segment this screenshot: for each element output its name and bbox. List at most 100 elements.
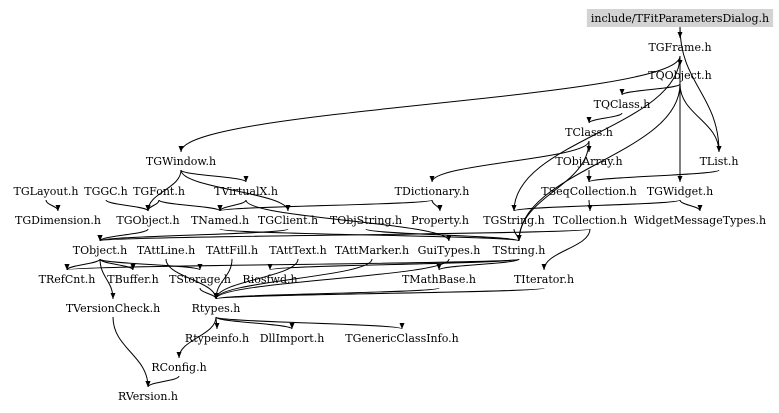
- node-label-TMathBase: TMathBase.h: [402, 273, 476, 286]
- node-TStorage[interactable]: TStorage.h: [169, 273, 231, 286]
- node-TQClass[interactable]: TQClass.h: [594, 98, 651, 111]
- edge-TGFrame-to-TGWindow: [180, 55, 681, 153]
- node-label-TGWindow: TGWindow.h: [146, 155, 216, 168]
- node-Rtypeinfo[interactable]: Rtypeinfo.h: [185, 332, 249, 345]
- edge-Rtypes-to-TGenericClassInfo: [215, 316, 403, 330]
- node-label-TVersionCheck: TVersionCheck.h: [66, 302, 160, 315]
- graph-nodes: include/TFitParametersDialog.hTGFrame.hT…: [14, 9, 774, 403]
- edge-TGObject-to-TObject: [99, 228, 149, 242]
- edge-TQObject-to-TList: [679, 83, 720, 153]
- arrowhead-RConfig-to-RVersion: [145, 381, 151, 387]
- node-TVersionCheck[interactable]: TVersionCheck.h: [66, 302, 160, 315]
- node-TIterator[interactable]: TIterator.h: [514, 273, 574, 286]
- node-TAttText[interactable]: TAttText.h: [269, 244, 327, 257]
- node-TGLayout[interactable]: TGLayout.h: [14, 185, 79, 198]
- node-label-TAttMarker: TAttMarker.h: [335, 244, 409, 257]
- node-label-TGWidget: TGWidget.h: [647, 185, 713, 198]
- node-label-WidgetMessageTypes: WidgetMessageTypes.h: [634, 214, 766, 227]
- node-TMathBase[interactable]: TMathBase.h: [402, 273, 476, 286]
- node-TGFont[interactable]: TGFont.h: [133, 185, 185, 198]
- node-label-TRefCnt: TRefCnt.h: [39, 273, 96, 286]
- node-TSeqCollection[interactable]: TSeqCollection.h: [541, 185, 636, 198]
- node-root[interactable]: include/TFitParametersDialog.h: [586, 9, 774, 27]
- node-label-DllImport: DllImport.h: [260, 332, 325, 345]
- edge-TGFont-to-TNamed: [158, 199, 221, 212]
- node-TRefCnt[interactable]: TRefCnt.h: [39, 273, 96, 286]
- arrowhead-TGWindow-to-TGClient: [285, 205, 291, 211]
- node-Property[interactable]: Property.h: [411, 214, 469, 227]
- node-label-TGClient: TGClient.h: [258, 214, 318, 227]
- arrowhead-TGWindow-to-TVirtualX: [243, 176, 249, 182]
- node-TObjArray[interactable]: TObjArray.h: [555, 155, 622, 168]
- arrowhead-TCollection-to-TIterator: [541, 264, 547, 270]
- node-TBuffer[interactable]: TBuffer.h: [107, 273, 158, 286]
- node-TGenericClassInfo[interactable]: TGenericClassInfo.h: [345, 332, 458, 345]
- node-DllImport[interactable]: DllImport.h: [260, 332, 325, 345]
- node-TCollection[interactable]: TCollection.h: [553, 214, 627, 227]
- node-TGDimension[interactable]: TGDimension.h: [15, 214, 101, 227]
- edge-TGFrame-to-TGString: [513, 55, 681, 212]
- node-label-RVersion: RVersion.h: [118, 390, 178, 403]
- edge-TString-to-TMathBase: [438, 258, 520, 271]
- node-WidgetMessageTypes[interactable]: WidgetMessageTypes.h: [634, 214, 766, 227]
- node-label-TClass: TClass.h: [565, 126, 613, 139]
- node-label-TVirtualX: TVirtualX.h: [214, 185, 278, 198]
- node-Rtypes[interactable]: Rtypes.h: [192, 302, 241, 315]
- node-RVersion[interactable]: RVersion.h: [118, 390, 178, 403]
- node-label-TGFont: TGFont.h: [133, 185, 185, 198]
- arrowhead-TIterator-to-Rtypes: [213, 293, 219, 299]
- node-label-TGFrame: TGFrame.h: [648, 41, 711, 54]
- edge-TList-to-TSeqCollection: [588, 169, 720, 183]
- node-label-TCollection: TCollection.h: [553, 214, 627, 227]
- node-TString[interactable]: TString.h: [493, 244, 546, 257]
- node-TAttLine[interactable]: TAttLine.h: [137, 244, 195, 257]
- edge-TClass-to-TDictionary: [431, 140, 590, 183]
- node-TGFrame[interactable]: TGFrame.h: [648, 41, 711, 54]
- node-label-TAttText: TAttText.h: [269, 244, 327, 257]
- edge-TObject-to-TStorage: [99, 258, 201, 271]
- node-RConfig[interactable]: RConfig.h: [151, 361, 206, 374]
- edge-Rtypes-to-DllImport: [215, 316, 293, 330]
- node-TNamed[interactable]: TNamed.h: [191, 214, 249, 227]
- arrowhead-TGLayout-to-TGDimension: [55, 205, 61, 211]
- edge-TVirtualX-to-TNamed: [219, 199, 247, 212]
- node-TObject[interactable]: TObject.h: [73, 244, 127, 257]
- node-TQObject[interactable]: TQObject.h: [648, 69, 712, 82]
- node-GuiTypes[interactable]: GuiTypes.h: [418, 244, 481, 257]
- node-label-TGLayout: TGLayout.h: [14, 185, 79, 198]
- edge-TObject-to-TRefCnt: [66, 258, 101, 271]
- arrowhead-Rtypes-to-TGenericClassInfo: [399, 323, 405, 329]
- arrowhead-TDictionary-to-TNamed: [217, 205, 223, 211]
- node-label-Property: Property.h: [411, 214, 469, 227]
- node-label-TNamed: TNamed.h: [191, 214, 249, 227]
- node-label-TGDimension: TGDimension.h: [15, 214, 101, 227]
- node-TGObject[interactable]: TGObject.h: [116, 214, 179, 227]
- node-TGWindow[interactable]: TGWindow.h: [146, 155, 216, 168]
- node-TGWidget[interactable]: TGWidget.h: [647, 185, 713, 198]
- node-TGGC[interactable]: TGGC.h: [84, 185, 128, 198]
- node-TVirtualX[interactable]: TVirtualX.h: [214, 185, 278, 198]
- node-TAttFill[interactable]: TAttFill.h: [206, 244, 258, 257]
- node-TObjString[interactable]: TObjString.h: [330, 214, 402, 227]
- arrowhead-TQObject-to-TQClass: [619, 89, 625, 95]
- node-TDictionary[interactable]: TDictionary.h: [395, 185, 470, 198]
- arrowhead-TGString-to-TString: [516, 235, 522, 241]
- arrowhead-TClass-to-TObjArray: [586, 146, 592, 152]
- graph-edges: [45, 26, 722, 388]
- edge-TCollection-to-TIterator: [543, 228, 591, 271]
- node-TGString[interactable]: TGString.h: [483, 214, 545, 227]
- arrowhead-TSeqCollection-to-TCollection: [587, 205, 593, 211]
- arrowhead-Rtypes-to-RConfig: [176, 352, 182, 358]
- edge-TQClass-to-TClass: [588, 112, 623, 124]
- arrowhead-TGFrame-to-TGWindow: [178, 146, 184, 152]
- node-TGClient[interactable]: TGClient.h: [258, 214, 318, 227]
- node-TAttMarker[interactable]: TAttMarker.h: [335, 244, 409, 257]
- node-Riosfwd[interactable]: Riosfwd.h: [242, 273, 297, 286]
- node-label-Riosfwd: Riosfwd.h: [242, 273, 297, 286]
- edge-TStorage-to-Rtypes: [199, 287, 217, 300]
- node-TList[interactable]: TList.h: [700, 155, 739, 168]
- edge-TObjString-to-TString: [365, 228, 520, 242]
- node-label-TObject: TObject.h: [73, 244, 127, 257]
- node-TClass[interactable]: TClass.h: [565, 126, 613, 139]
